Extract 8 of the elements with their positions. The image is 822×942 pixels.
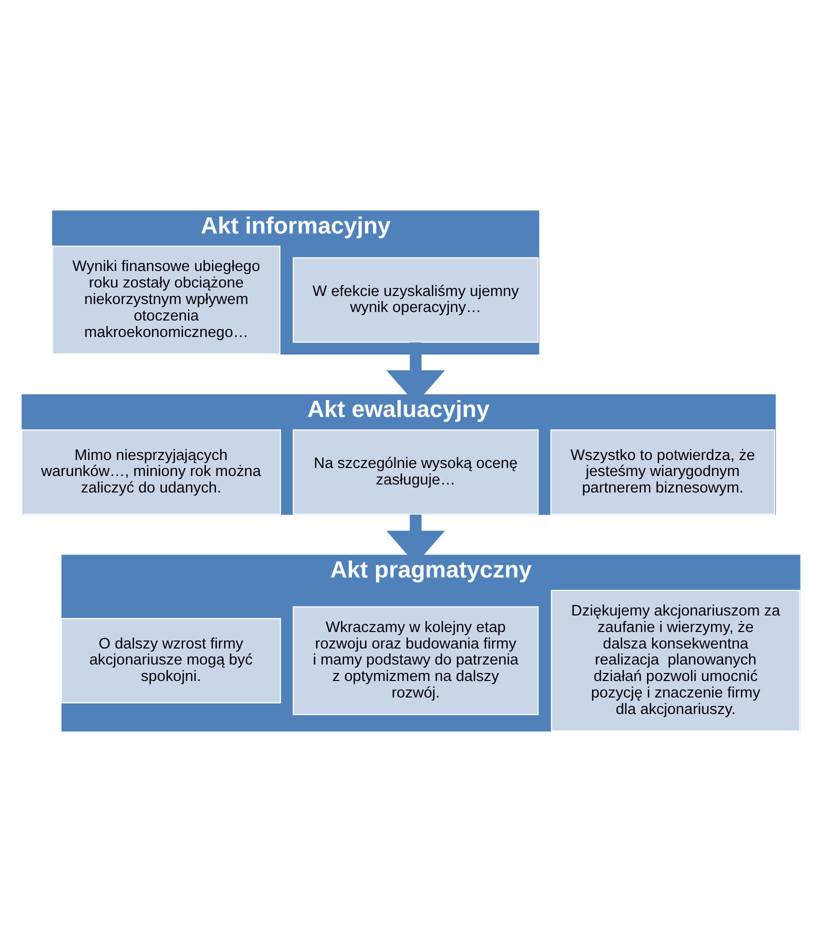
node-box: O dalszy wzrost firmy akcjonariusze mogą być spokojni. [60, 618, 282, 704]
node-box: Wyniki finansowe ubiegłego roku zostały obciążone niekorzystnym wpływem otoczenia makroekonomicznego… [52, 246, 280, 354]
node-box: Dziękujemy akcjonariuszom za zaufanie i wierzymy, że dalsza konsekwentna realizacja planowanych działań pozwoli umocnić pozycję i znaczenie firmy dla akcjonariuszy. [550, 590, 800, 732]
node-box: Wkraczamy w kolejny etap rozwoju oraz budowania firmy i mamy podstawy do patrzenia z optymizmem na dalszy rozwój. [292, 606, 539, 716]
node-box: W efekcie uzyskaliśmy ujemny wynik operacyjny… [292, 257, 539, 343]
node-box: Na szczególnie wysoką ocenę zasługuje… [292, 429, 539, 515]
node-box: Wszystko to potwierdza, że jesteśmy wiarygodnym partnerem biznesowym. [550, 429, 776, 515]
node-box: Mimo niesprzyjających warunków…, miniony rok można zaliczyć do udanych. [21, 429, 282, 515]
